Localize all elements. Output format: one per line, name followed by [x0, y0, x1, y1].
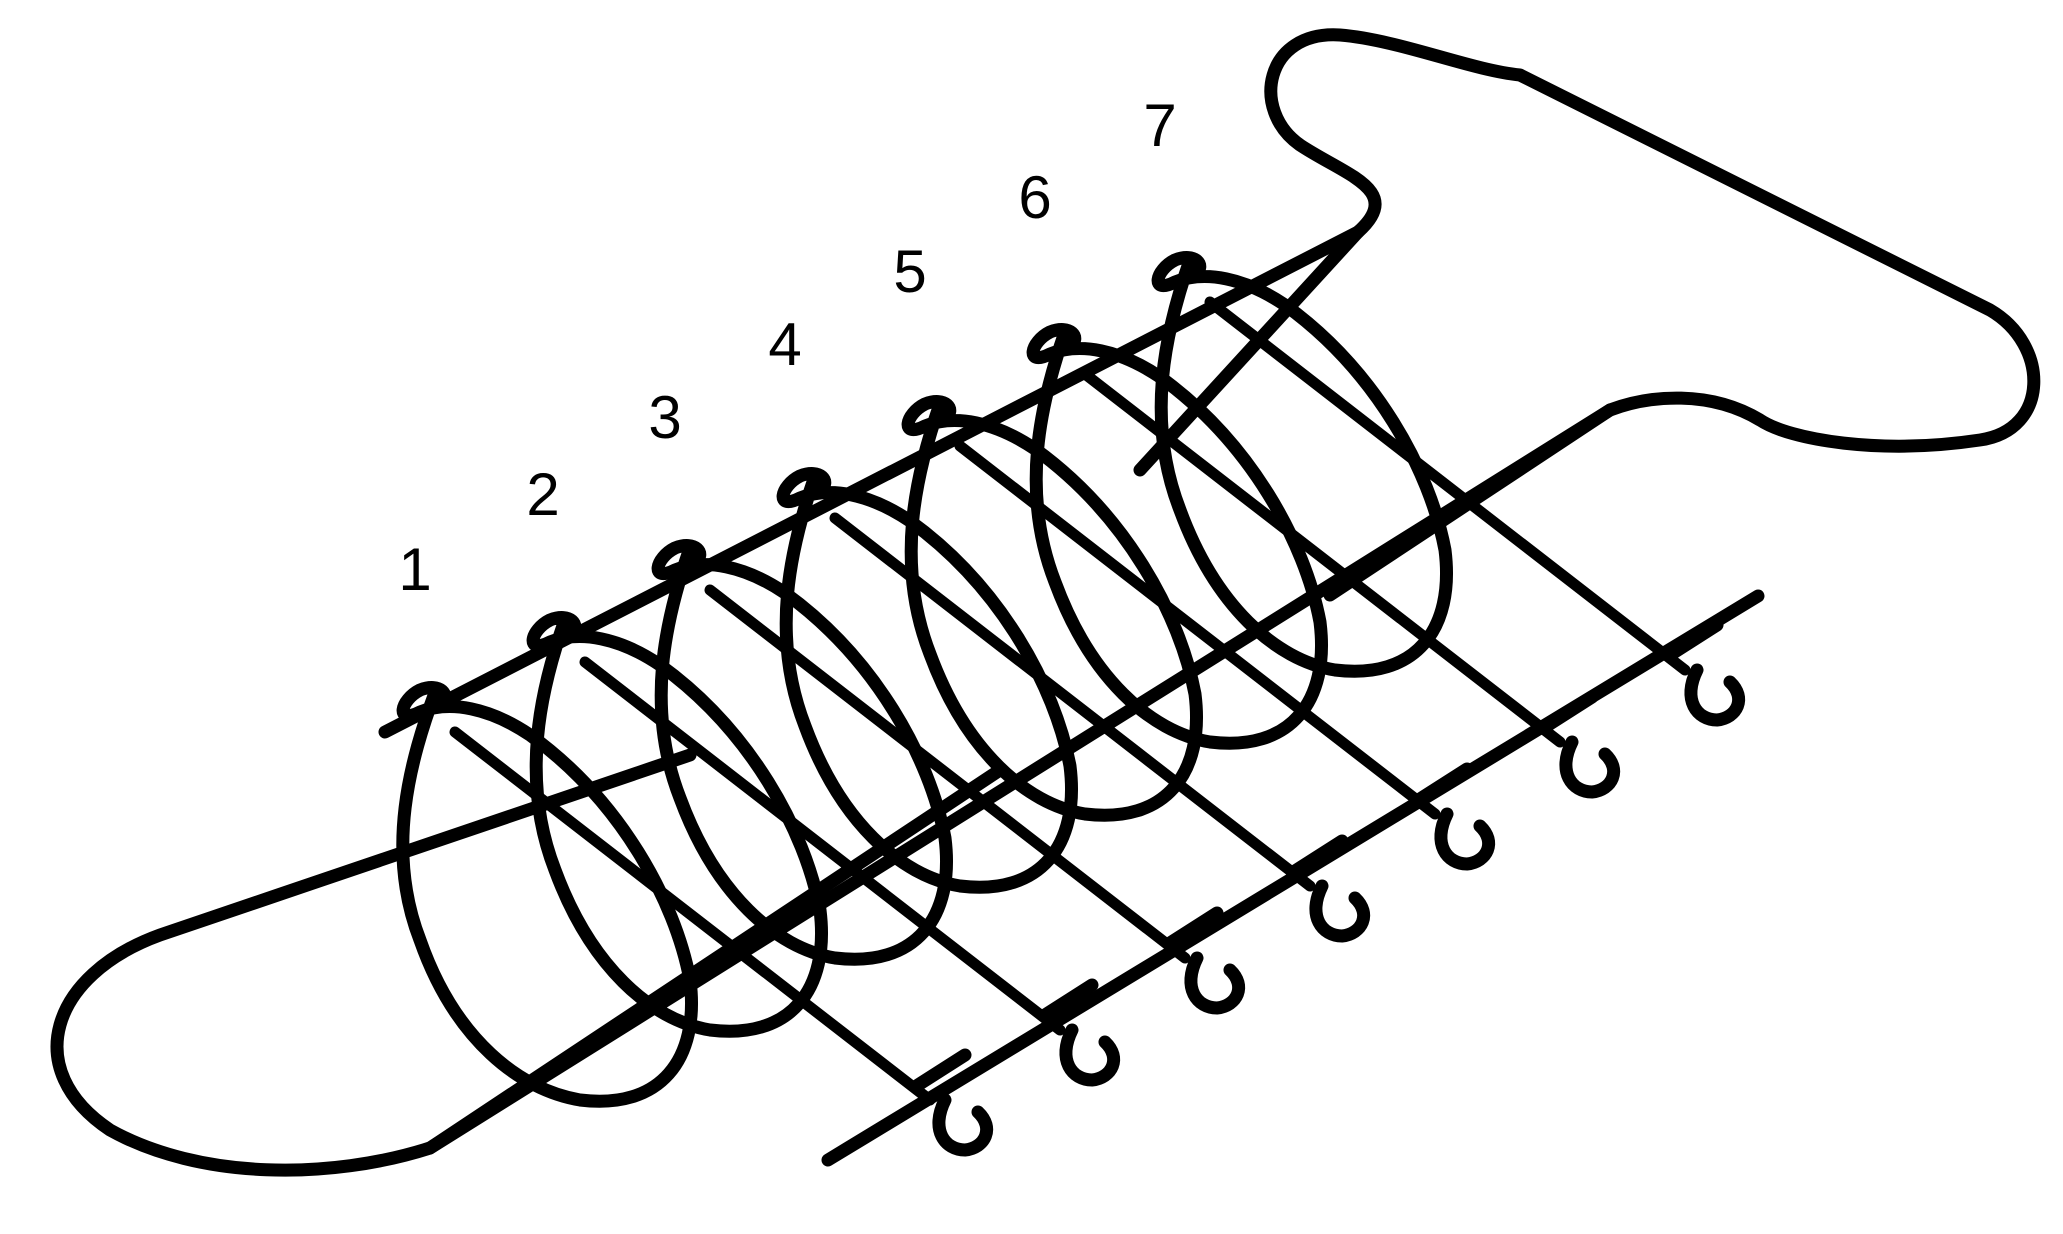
coil-label-6: 6 — [1018, 164, 1051, 231]
coil-label-7: 7 — [1143, 92, 1176, 159]
coil-7 — [1151, 251, 1746, 727]
right-wire-loop — [1133, 28, 2041, 602]
coil-label-3: 3 — [648, 384, 681, 451]
left-wire-loop — [50, 748, 1007, 1177]
coil-label-2: 2 — [526, 461, 559, 528]
coil-label-5: 5 — [893, 238, 926, 305]
coil-label-4: 4 — [768, 311, 801, 378]
coil-5 — [901, 395, 1496, 871]
coil-label-1: 1 — [398, 536, 431, 603]
